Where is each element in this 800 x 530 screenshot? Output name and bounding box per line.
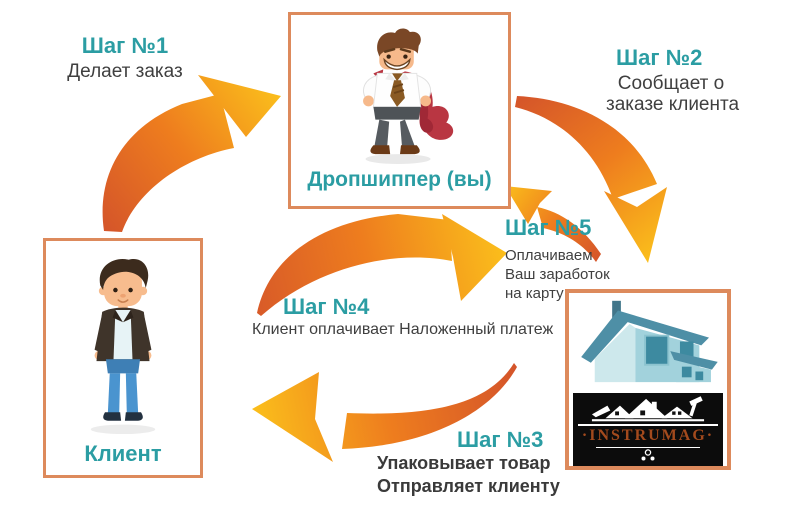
step3-label: Упаковывает товар Отправляет клиенту: [377, 452, 560, 498]
step2-label: Шаг №2 Сообщает о заказе клиента: [606, 45, 740, 116]
dropshipper-label: Дропшиппер (вы): [307, 168, 492, 191]
logo-text: INSTRUMAG: [589, 427, 707, 444]
client-box: Клиент: [43, 238, 203, 478]
supplier-house-icon: [581, 300, 718, 383]
step2-heading: Шаг №2: [616, 45, 703, 70]
step5-label: Шаг №5 Оплачиваем Ваш заработок на карту: [505, 216, 610, 303]
step5-heading: Шаг №5: [505, 215, 592, 240]
client-person-icon: [90, 258, 156, 435]
logo-ornament-icon: [641, 449, 655, 461]
step5-line: Оплачиваем: [505, 247, 593, 264]
step1-heading: Шаг №1: [81, 33, 169, 58]
step4-line: Клиент оплачивает Наложенный платеж: [252, 321, 554, 338]
dropshipper-box: Дропшиппер (вы): [288, 12, 511, 209]
step2-line: Сообщает о: [617, 73, 725, 94]
client-label: Клиент: [84, 441, 162, 466]
supplier-box: ·INSTRUMAG·: [565, 289, 731, 470]
step4-label: Клиент оплачивает Наложенный платеж: [252, 321, 553, 339]
step2-arrow-icon: [515, 96, 667, 263]
supplier-logo-banner: ·INSTRUMAG·: [573, 393, 723, 466]
step5-arrow-icon: [505, 186, 601, 262]
step3-heading: Шаг №3: [457, 427, 544, 452]
step4-heading: Шаг №4: [283, 294, 370, 319]
logo-left-dot: ·: [581, 427, 590, 444]
step2-line: заказе клиента: [606, 94, 740, 115]
logo-right-dot: ·: [706, 427, 715, 444]
step3-arrow-icon: [252, 363, 517, 462]
dropshipper-superhero-icon: [362, 28, 453, 164]
supplier-logo-text: ·INSTRUMAG·: [577, 424, 719, 446]
step1-arrow-icon: [102, 75, 281, 232]
logo-underline: [596, 447, 700, 448]
step3-line: Отправляет клиенту: [377, 476, 560, 496]
step4-arrow-icon: [257, 214, 507, 316]
step5-line: на карту: [505, 285, 564, 302]
logo-rooftops-hammer-icon: [591, 396, 705, 422]
step3-line: Упаковывает товар: [377, 453, 551, 473]
step5-line: Ваш заработок: [505, 266, 610, 283]
step1-label: Шаг №1 Делает заказ: [58, 33, 192, 83]
step1-line: Делает заказ: [67, 61, 183, 82]
